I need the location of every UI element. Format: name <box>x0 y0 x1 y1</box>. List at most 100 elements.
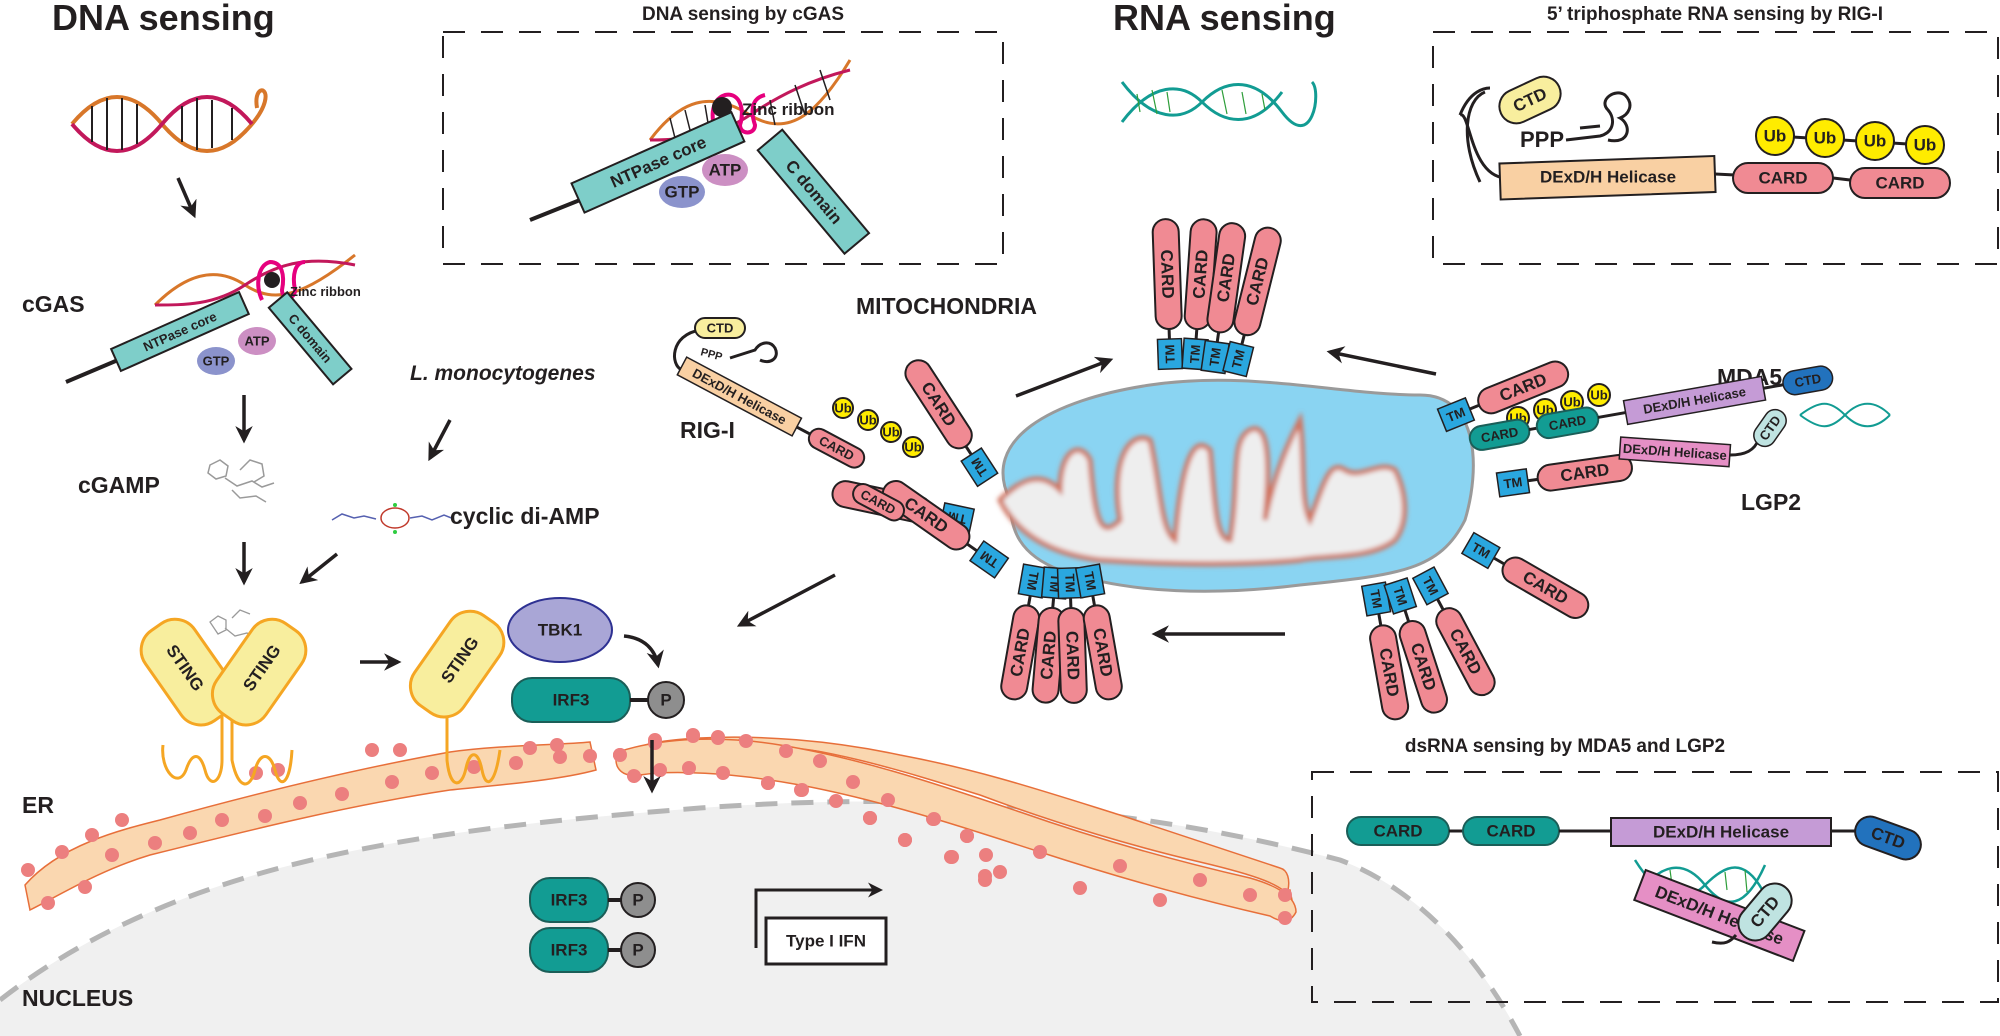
tm-domain <box>1383 577 1418 615</box>
arrow-dna-to-cgas <box>176 177 197 219</box>
arrow-tbk1-phosphorylation <box>623 634 664 669</box>
svg-text:Ub: Ub <box>1590 388 1607 403</box>
box-cgas <box>442 31 1004 265</box>
tm-domain <box>1495 468 1531 498</box>
tm-domain <box>1156 337 1184 371</box>
tm-domain <box>1222 340 1255 378</box>
tm-domain <box>1074 563 1106 599</box>
label-card-mda5-mid-2: CARD <box>1548 412 1588 433</box>
label-helicase-rigi-box: DExD/H Helicase <box>1540 168 1676 187</box>
ub-chain-rigi-mid: Ub Ub Ub Ub <box>832 397 924 458</box>
svg-text:Ub: Ub <box>1914 136 1937 155</box>
label-nucleus: NUCLEUS <box>22 985 133 1011</box>
card-domain <box>904 359 973 450</box>
label-tm: TM <box>1206 347 1223 368</box>
mitochondrion <box>996 378 1475 593</box>
label-gtp-box: GTP <box>665 183 700 202</box>
label-ctd-mda5-mid: CTD <box>1793 371 1822 390</box>
label-card: CARD <box>1037 630 1060 681</box>
card-domain <box>1435 607 1496 697</box>
label-card: CARD <box>1157 249 1178 299</box>
label-card-mda5-mid-1: CARD <box>1480 424 1520 445</box>
sting-dimer: STING STING <box>139 609 308 786</box>
cyclic-di-amp-molecule-icon <box>331 503 455 534</box>
svg-text:Ub: Ub <box>1814 129 1837 148</box>
card-domain <box>1206 222 1247 334</box>
label-p-nuc-2: P <box>632 941 643 960</box>
svg-text:Ub: Ub <box>1563 395 1580 410</box>
label-card: CARD <box>1189 249 1211 299</box>
er-membrane-left <box>21 738 597 912</box>
label-tm: TM <box>1062 573 1078 592</box>
label-er: ER <box>22 792 54 818</box>
label-gtp-left: GTP <box>203 354 230 369</box>
tm-domain <box>1436 396 1476 433</box>
label-tm: TM <box>1503 474 1524 491</box>
svg-text:Ub: Ub <box>859 413 876 428</box>
arrow-mavs-to-tbk1 <box>736 573 836 627</box>
card-domain <box>1398 619 1448 714</box>
svg-text:Ub: Ub <box>1864 132 1887 151</box>
label-ctd-rigi-mid: CTD <box>707 321 734 336</box>
dna-helix-icon <box>70 88 268 153</box>
label-card: CARD <box>1062 631 1083 681</box>
card-domain <box>881 480 971 551</box>
card-domain <box>1082 604 1123 701</box>
heading-rna-sensing: RNA sensing <box>1113 0 1336 38</box>
tm-domain <box>1460 531 1501 570</box>
arrow-cdiamp-to-sting <box>299 552 339 585</box>
mavs-unit: CARD TM <box>1056 566 1088 704</box>
irf3-dimer: IRF3 P IRF3 P <box>529 877 656 973</box>
label-cgamp: cGAMP <box>78 472 160 498</box>
rna-helix-icon-mid <box>1799 402 1891 428</box>
label-tm: TM <box>1187 344 1203 364</box>
er-ribosomes-right <box>613 729 1292 925</box>
label-p-nuc-1: P <box>632 891 643 910</box>
label-card-mda5-box-2: CARD <box>1486 822 1535 841</box>
tm-domain <box>1411 565 1450 606</box>
sting-tbk1-complex: STING TBK1 IRF3 P <box>408 597 685 785</box>
card-domain <box>1477 360 1570 415</box>
label-irf3-nuc-1: IRF3 <box>551 891 588 910</box>
label-tm: TM <box>1081 570 1099 591</box>
cgamp-molecule-icon <box>207 459 275 503</box>
box-title-rigi: 5’ triphosphate RNA sensing by RIG-I <box>1547 4 1883 25</box>
cgas-structure-box: Zinc ribbon NTPase core C domain ATP GTP <box>529 59 871 256</box>
label-card-rigi-box-1: CARD <box>1758 169 1807 188</box>
label-card-mda5-box-1: CARD <box>1373 822 1422 841</box>
label-cgas: cGAS <box>22 291 85 317</box>
svg-text:Ub: Ub <box>834 401 851 416</box>
tm-domain <box>960 447 999 488</box>
label-mitochondria: MITOCHONDRIA <box>856 293 1037 319</box>
lgp2-structure-box: DExD/H Helicase CTD <box>1632 868 1806 963</box>
type1-ifn-gene <box>764 916 888 966</box>
card-domain <box>1536 453 1633 492</box>
label-tm: TM <box>1390 585 1410 607</box>
box-title-mda5-lgp2: dsRNA sensing by MDA5 and LGP2 <box>1405 736 1725 757</box>
card-domain <box>1057 606 1088 704</box>
rna-helix-icon <box>1120 80 1318 128</box>
label-irf3-cyto: IRF3 <box>553 691 590 710</box>
label-listeria: L. monocytogenes <box>410 362 596 385</box>
tm-domain <box>968 539 1010 579</box>
ub-chain-rigi-box: Ub Ub Ub Ub <box>1755 116 1945 165</box>
label-tm: TM <box>1229 348 1248 370</box>
lgp2-structure-middle: DExD/H Helicase CTD <box>1618 408 1787 468</box>
svg-text:Ub: Ub <box>882 425 899 440</box>
label-helicase-lgp2-mid: DExD/H Helicase <box>1622 441 1727 463</box>
label-tm: TM <box>1024 570 1042 591</box>
card-domain <box>1000 604 1041 701</box>
arrow-rigi-to-mavs <box>1015 356 1114 398</box>
box-title-cgas: DNA sensing by cGAS <box>642 4 844 25</box>
label-tbk1: TBK1 <box>538 621 582 640</box>
